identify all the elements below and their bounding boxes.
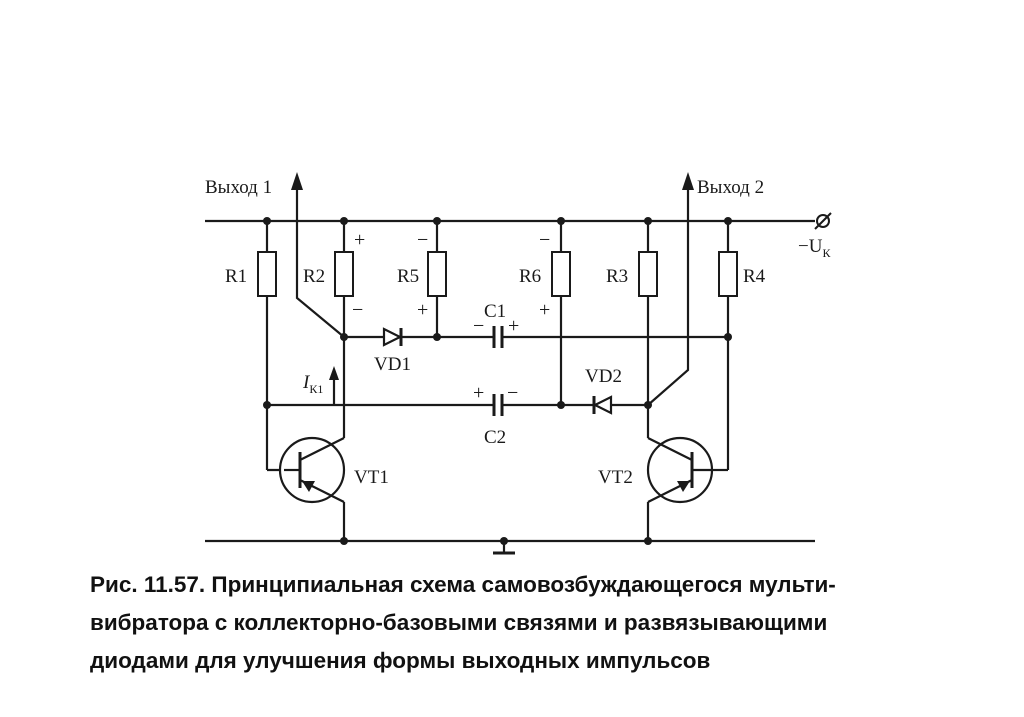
transistor-vt2 [646,436,714,504]
current-ik1-label: IК1 [302,372,323,396]
diode-vd1-label: VD1 [374,354,411,375]
diode-vd2 [592,395,613,415]
resistor-r5-label: R5 [397,266,419,287]
transistor-vt2-label: VT2 [598,467,633,488]
r5-minus-sign: − [417,229,428,251]
diode-vd1 [382,327,403,347]
junction-dots [263,217,732,545]
c2-plus-sign: + [473,382,484,404]
caption-line-1: Рис. 11.57. Принципиальная схема самовоз… [90,572,836,597]
figure-caption: Рис. 11.57. Принципиальная схема самовоз… [90,566,990,680]
c1-minus-sign: − [473,315,484,337]
output-1-arrow [291,172,345,338]
resistor-r1 [257,251,277,297]
capacitor-c2-label: C2 [484,427,506,448]
resistor-r3-label: R3 [606,266,628,287]
transistor-vt1 [278,436,346,504]
diode-vd2-label: VD2 [585,366,622,387]
resistor-r3 [638,251,658,297]
resistor-r2-label: R2 [303,266,325,287]
output-2-label: Выход 2 [697,177,764,198]
r6-minus-sign: − [539,229,550,251]
resistor-r4-label: R4 [743,266,766,287]
supply-terminal [814,212,832,230]
capacitor-c1 [492,326,504,348]
current-arrow-ik1 [329,366,339,405]
r5-plus-sign: + [417,299,428,321]
multivibrator-schematic: −UК Выход 1 Выход 2 R1 R2 R5 R6 R3 R4 + [205,172,832,555]
caption-line-2: вибратора с коллекторно-базовыми связями… [90,610,828,635]
output-1-label: Выход 1 [205,177,272,198]
c2-minus-sign: − [507,382,518,404]
r2-minus-sign: − [352,299,363,321]
r2-plus-sign: + [354,229,365,251]
supply-voltage-label: −UК [798,236,831,260]
r6-plus-sign: + [539,299,550,321]
caption-line-3: диодами для улучшения формы выходных имп… [90,648,711,673]
resistor-r1-label: R1 [225,266,247,287]
capacitor-c2 [492,394,504,416]
resistor-r6 [551,251,571,297]
resistor-r5 [427,251,447,297]
resistor-r2 [334,251,354,297]
capacitor-c1-label: C1 [484,301,506,322]
resistor-r4 [718,251,738,297]
output-2-arrow [647,172,694,406]
resistor-r6-label: R6 [519,266,541,287]
transistor-vt1-label: VT1 [354,467,389,488]
c1-plus-sign: + [508,315,519,337]
